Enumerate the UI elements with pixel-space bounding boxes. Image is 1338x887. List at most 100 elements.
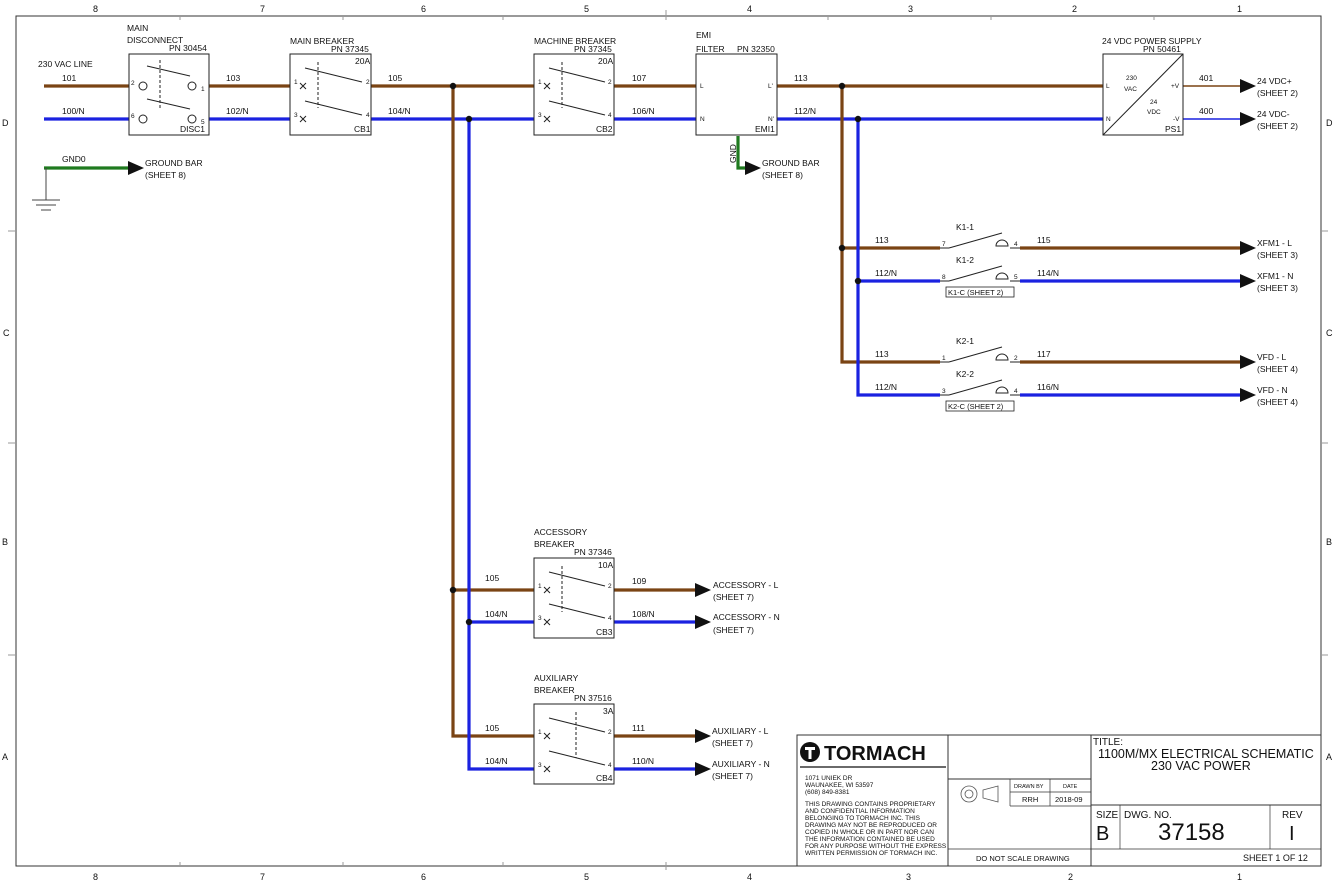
component-title: MACHINE BREAKER (534, 36, 616, 46)
col-label: 5 (584, 872, 589, 882)
pin-label: L (700, 83, 704, 90)
pin-label: 1 (201, 86, 205, 93)
rev-label: REV (1282, 810, 1303, 821)
notice-line: AND CONFIDENTIAL INFORMATION (805, 808, 915, 815)
address-line: WAUNAKEE, WI 53597 (805, 782, 874, 789)
pin-label: 4 (608, 112, 612, 119)
col-label: 2 (1072, 4, 1077, 14)
arrow-vfd-l (1240, 355, 1256, 369)
col-label: 6 (421, 4, 426, 14)
wire-label: 112/N (794, 106, 816, 116)
row-label: D (1326, 118, 1333, 128)
notice-line: BELONGING TO TORMACH INC. THIS (805, 815, 921, 822)
destination-label: VFD - L (1257, 352, 1287, 362)
company-name: TORMACH (824, 743, 926, 765)
column-markers-top: 8 7 6 5 4 3 2 1 (93, 4, 1242, 14)
pin-label: 3 (538, 615, 542, 622)
part-number: PN 50461 (1143, 44, 1181, 54)
destination-label: XFM1 - N (1257, 271, 1293, 281)
wire-label: 101 (62, 73, 76, 83)
main-disconnect: MAIN DISCONNECT PN 30454 DISC1 2 1 6 5 (127, 23, 210, 136)
wire-label: 113 (875, 235, 889, 245)
notice-line: DRAWING MAY NOT BE REPRODUCED OR (805, 822, 937, 829)
title-label: TITLE: (1093, 737, 1123, 748)
wire-label: 116/N (1037, 382, 1059, 392)
pin-label: 5 (1014, 274, 1018, 281)
component-ref: CB3 (596, 627, 613, 637)
dwg-number: 37158 (1158, 819, 1225, 846)
drawing-border (15, 15, 1322, 867)
ps-input-voltage: 230 (1126, 75, 1137, 82)
pin-label: 1 (538, 729, 542, 736)
pin-label: 2 (1014, 355, 1018, 362)
ground-bar-label: GROUND BAR (145, 158, 203, 168)
wire-label: 107 (632, 73, 646, 83)
component-ref: CB1 (354, 124, 371, 134)
pin-label: 6 (131, 113, 135, 120)
pin-label: 3 (942, 388, 946, 395)
coil-ref: K2-C (SHEET 2) (948, 402, 1004, 411)
address-line: 1071 UNIEK DR (805, 775, 853, 782)
col-label: 7 (260, 872, 265, 882)
component-title: FILTER (696, 44, 725, 54)
component-ref: CB2 (596, 124, 613, 134)
destination-label: 24 VDC- (1257, 109, 1290, 119)
destination-label: 24 VDC+ (1257, 76, 1292, 86)
column-markers-bottom: 8 7 6 5 4 3 2 1 (93, 872, 1242, 882)
sheet-size: B (1096, 823, 1109, 845)
row-label: A (1326, 752, 1332, 762)
wire-113-bus (840, 86, 940, 364)
ground-bar-label: GROUND BAR (762, 158, 820, 168)
notice-line: FOR ANY PURPOSE WITHOUT THE EXPRESS (805, 843, 947, 850)
wires (44, 84, 1242, 771)
pin-label: L' (768, 83, 773, 90)
wire-label: 104/N (485, 756, 508, 766)
arrow-accessory-n (695, 615, 711, 629)
component-title: MAIN BREAKER (290, 36, 354, 46)
wire-104n-bus (467, 119, 534, 771)
sheet-ref: (SHEET 4) (1257, 397, 1298, 407)
ps-output-voltage: 24 (1150, 99, 1158, 106)
component-title: ACCESSORY (534, 527, 588, 537)
pin-label: 1 (538, 79, 542, 86)
drawn-by-label: DRAWN BY (1014, 784, 1044, 790)
destination-label: AUXILIARY - N (712, 759, 770, 769)
pin-label: 8 (942, 274, 946, 281)
arrow-emi-ground-bar (745, 161, 761, 175)
drawing-subtitle: 230 VAC POWER (1151, 759, 1251, 773)
pin-label: 4 (366, 112, 370, 119)
arrow-auxiliary-l (695, 729, 711, 743)
col-label: 4 (747, 872, 752, 882)
pin-label: 3 (538, 112, 542, 119)
arrow-xfm1-n (1240, 274, 1256, 288)
breaker-rating: 3A (603, 706, 614, 716)
relay-k2: K2-1 K2-2 1 2 3 4 K2-C (SHEET 2) (940, 336, 1020, 412)
wire-105-bus (451, 86, 534, 738)
drawing-title: 1100M/MX ELECTRICAL SCHEMATIC (1098, 747, 1314, 761)
wire-label: 113 (794, 73, 808, 83)
row-label: C (1326, 328, 1333, 338)
sheet-ref: (SHEET 3) (1257, 283, 1298, 293)
breaker-rating: 10A (598, 560, 613, 570)
component-ref: EMI1 (755, 124, 775, 134)
pin-label: 2 (608, 79, 612, 86)
wire-label: 109 (632, 576, 646, 586)
wire-label: 112/N (875, 382, 897, 392)
sheet-ref: (SHEET 8) (145, 170, 186, 180)
sheet-ref: (SHEET 7) (712, 771, 753, 781)
part-number: PN 30454 (169, 43, 207, 53)
pin-label: 1 (294, 79, 298, 86)
wire-label: 106/N (632, 106, 655, 116)
title-block: TORMACH 1071 UNIEK DR WAUNAKEE, WI 53597… (796, 734, 1322, 867)
pin-label: 3 (538, 762, 542, 769)
wire-label: 115 (1037, 235, 1051, 245)
wire-label: 108/N (632, 609, 655, 619)
part-number: PN 37346 (574, 547, 612, 557)
drawing-date: 2018-09 (1055, 795, 1083, 804)
line-in-label: 230 VAC LINE (38, 59, 93, 69)
sheet-number: SHEET 1 OF 12 (1243, 853, 1308, 863)
emi-filter: EMI FILTER PN 32350 EMI1 L N L' N' GND (695, 30, 778, 163)
notice-line: COPIED IN WHOLE OR IN PART NOR CAN (805, 829, 934, 836)
col-label: 3 (906, 872, 911, 882)
wire-label: 104/N (388, 106, 411, 116)
